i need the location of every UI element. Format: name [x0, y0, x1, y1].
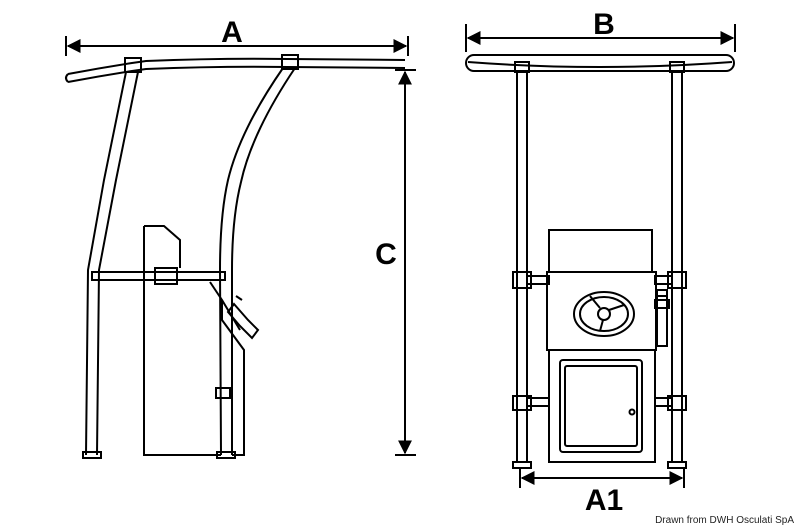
side-top-rail [65, 54, 406, 83]
front-right-tube [667, 72, 687, 469]
dimension-c-label: C [375, 238, 397, 271]
credit-text: Drawn from DWH Osculati SpA [655, 515, 794, 526]
side-front-tube [82, 71, 139, 459]
side-rear-tube [216, 67, 296, 459]
dimension-c: C [375, 69, 416, 456]
dimension-a: A [65, 16, 409, 56]
dimension-a-label: A [221, 16, 243, 49]
side-console [143, 225, 260, 456]
dimension-b-label: B [593, 8, 615, 41]
front-view: B [465, 8, 736, 517]
side-view: A [65, 16, 409, 459]
front-left-tube [512, 72, 532, 469]
side-cross-bar [91, 267, 226, 285]
dimension-a1-label: A1 [585, 484, 623, 517]
dimension-b: B [465, 8, 736, 52]
front-canopy [465, 54, 735, 73]
front-console [546, 229, 670, 463]
steering-wheel [573, 291, 635, 337]
dimension-a1: A1 [519, 468, 685, 517]
